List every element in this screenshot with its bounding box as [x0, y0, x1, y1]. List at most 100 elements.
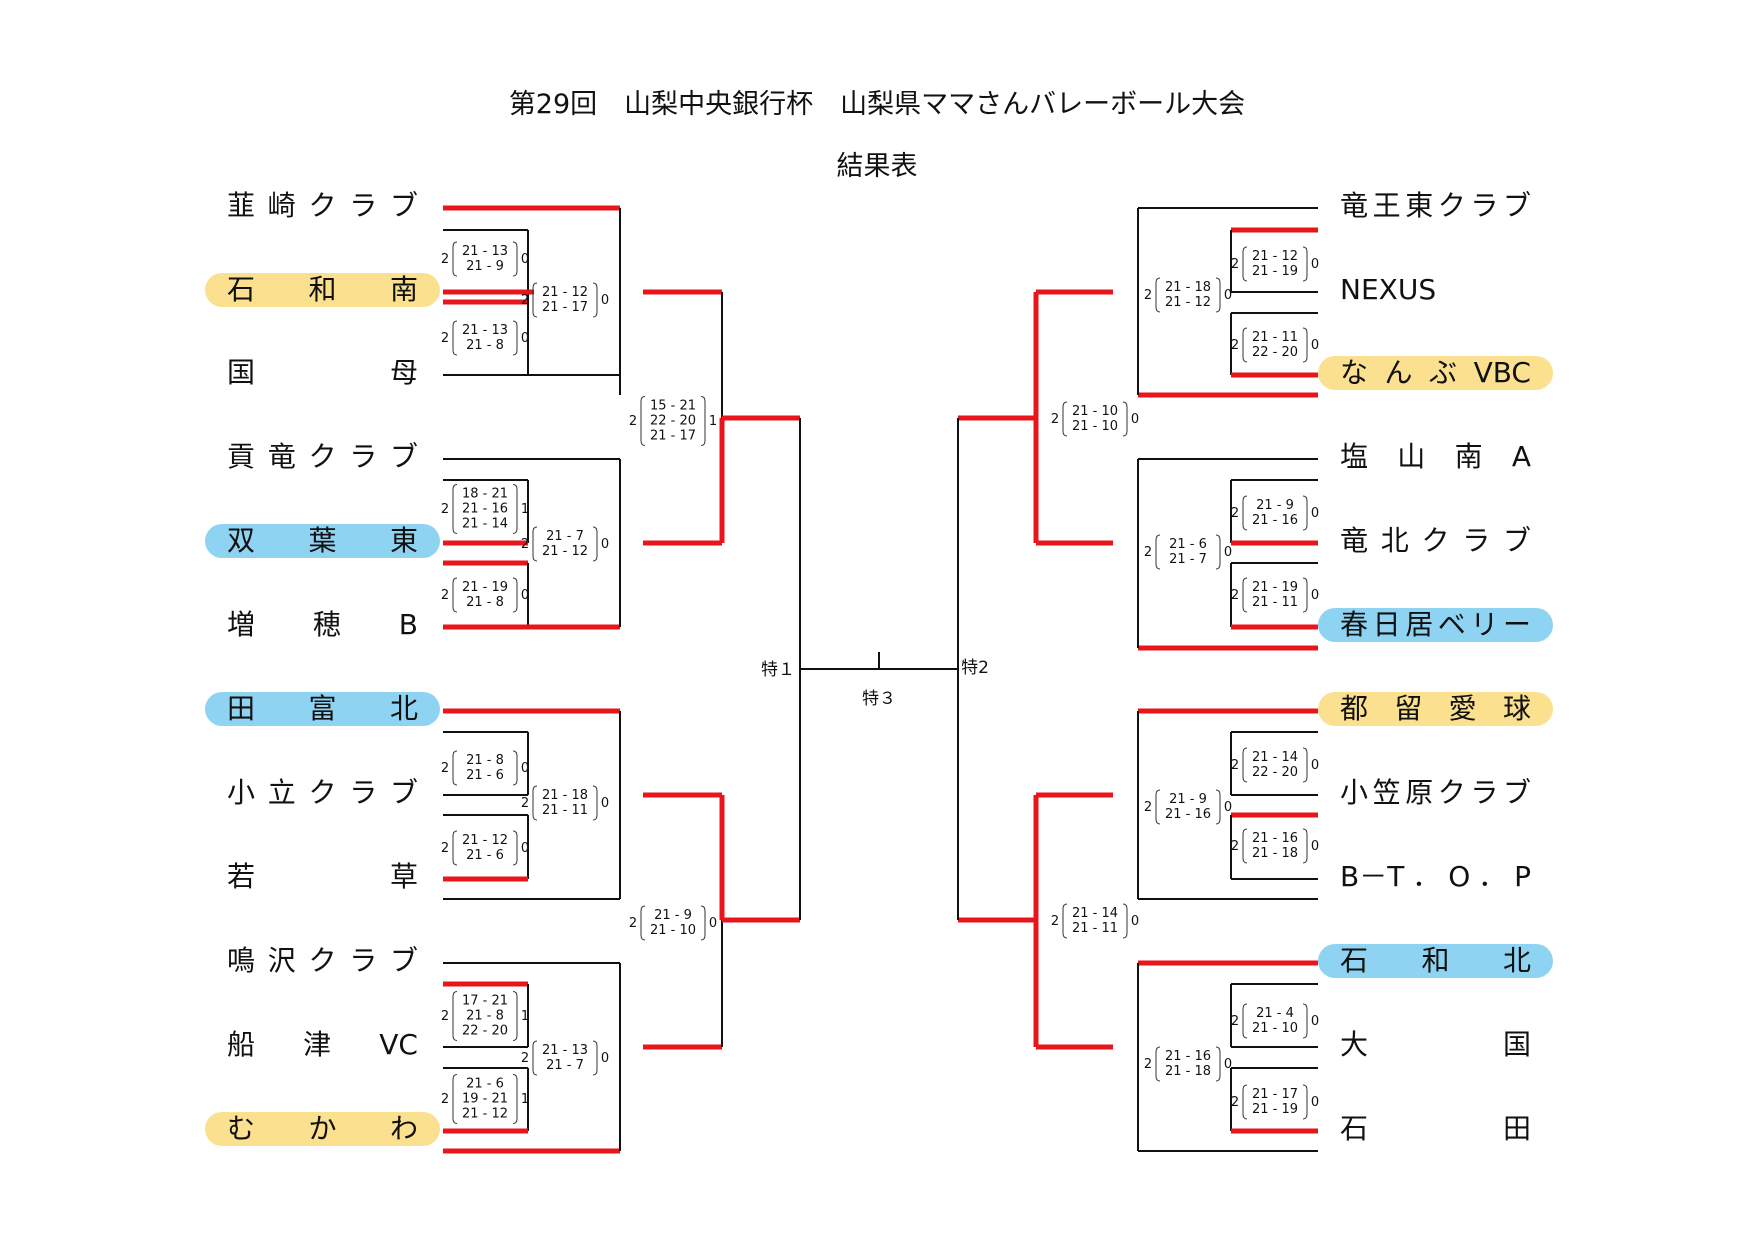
left-team-2: 石和南	[205, 273, 440, 307]
set-score: 21 - 19	[1252, 580, 1298, 595]
score-bracket	[1302, 828, 1308, 864]
sets-won-left: 2	[1144, 545, 1152, 560]
score-bracket	[1302, 246, 1308, 282]
set-score: 21 - 12	[462, 833, 508, 848]
left-team-5: 双葉東	[205, 524, 440, 558]
set-score: 15 - 21	[650, 399, 696, 414]
set-score: 21 - 10	[1252, 1021, 1298, 1036]
left-team-6: 増穂B	[205, 608, 440, 642]
score-bracket	[512, 484, 518, 534]
score-bracket	[512, 320, 518, 356]
set-score: 21 - 10	[1072, 404, 1118, 419]
team-name: 若草	[227, 860, 418, 893]
sets-won-right: 0	[521, 841, 529, 856]
set-score: 21 - 17	[650, 429, 696, 444]
team-name: 石田	[1340, 1112, 1531, 1145]
team-name: 鳴沢クラブ	[227, 944, 418, 977]
set-score: 21 - 8	[466, 338, 504, 353]
right-team-6: 春日居ベリー	[1318, 608, 1553, 642]
sets-won-right: 0	[1224, 1057, 1232, 1072]
sets-won-left: 2	[521, 1051, 529, 1066]
score-bracket	[1302, 495, 1308, 531]
set-score: 21 - 9	[1256, 498, 1294, 513]
score-bracket	[1215, 789, 1221, 825]
score-bracket	[1215, 1046, 1221, 1082]
set-score: 22 - 20	[462, 1024, 508, 1039]
sets-won-left: 2	[1051, 914, 1059, 929]
team-name: むかわ	[227, 1112, 418, 1145]
sets-won-left: 2	[1231, 338, 1239, 353]
sets-won-left: 2	[1231, 1014, 1239, 1029]
team-name: 石和北	[1340, 944, 1531, 977]
score-bracket	[1122, 903, 1128, 939]
right-team-9: B－T．O．P	[1318, 860, 1553, 894]
special-label-1: 特１	[761, 660, 795, 680]
left-team-7: 田富北	[205, 692, 440, 726]
score-bracket	[1155, 277, 1161, 313]
right-team-10: 石和北	[1318, 944, 1553, 978]
team-name: 船津VC	[227, 1028, 418, 1061]
left-team-12: むかわ	[205, 1112, 440, 1146]
score-bracket	[592, 526, 598, 562]
score-bracket	[532, 1040, 538, 1076]
team-name: 双葉東	[227, 524, 418, 557]
score-bracket	[452, 750, 458, 786]
set-score: 21 - 11	[542, 803, 588, 818]
score-bracket	[452, 1074, 458, 1124]
set-score: 21 - 9	[654, 908, 692, 923]
sets-won-right: 0	[521, 331, 529, 346]
set-score: 21 - 19	[1252, 1102, 1298, 1117]
left-team-4: 貢竜クラブ	[205, 440, 440, 474]
team-name: 小笠原クラブ	[1340, 776, 1531, 809]
set-score: 19 - 21	[462, 1092, 508, 1107]
set-score: 21 - 4	[1256, 1006, 1294, 1021]
sets-won-right: 0	[1131, 412, 1139, 427]
sets-won-left: 2	[1231, 257, 1239, 272]
set-score: 21 - 8	[466, 1009, 504, 1024]
score-bracket	[1242, 828, 1248, 864]
sets-won-left: 2	[521, 796, 529, 811]
right-team-2: NEXUS	[1318, 273, 1553, 307]
page-title: 第29回 山梨中央銀行杯 山梨県ママさんバレーボール大会	[508, 89, 1246, 120]
team-name: 大国	[1340, 1028, 1531, 1061]
set-score: 22 - 20	[650, 414, 696, 429]
sets-won-left: 2	[1231, 758, 1239, 773]
set-score: 21 - 14	[462, 517, 508, 532]
sets-won-right: 0	[1224, 545, 1232, 560]
sets-won-right: 0	[1311, 257, 1319, 272]
sets-won-left: 2	[441, 502, 449, 517]
score-bracket	[452, 577, 458, 613]
sets-won-left: 2	[441, 761, 449, 776]
team-name: 竜王東クラブ	[1340, 189, 1531, 222]
score-bracket	[1242, 495, 1248, 531]
set-score: 21 - 18	[1252, 846, 1298, 861]
score-bracket	[1302, 327, 1308, 363]
score-bracket	[1242, 1003, 1248, 1039]
set-score: 21 - 7	[1169, 552, 1207, 567]
team-name: B－T．O．P	[1340, 860, 1531, 893]
set-score: 21 - 10	[1072, 419, 1118, 434]
sets-won-left: 2	[1144, 288, 1152, 303]
score-bracket	[532, 785, 538, 821]
sets-won-right: 0	[521, 761, 529, 776]
page-subtitle: 結果表	[836, 151, 918, 182]
set-score: 21 - 8	[466, 595, 504, 610]
set-score: 21 - 7	[546, 529, 584, 544]
set-score: 21 - 6	[466, 1077, 504, 1092]
sets-won-right: 0	[1311, 338, 1319, 353]
score-bracket	[512, 1074, 518, 1124]
left-team-3: 国母	[205, 356, 440, 390]
left-team-1: 韮崎クラブ	[205, 189, 440, 223]
